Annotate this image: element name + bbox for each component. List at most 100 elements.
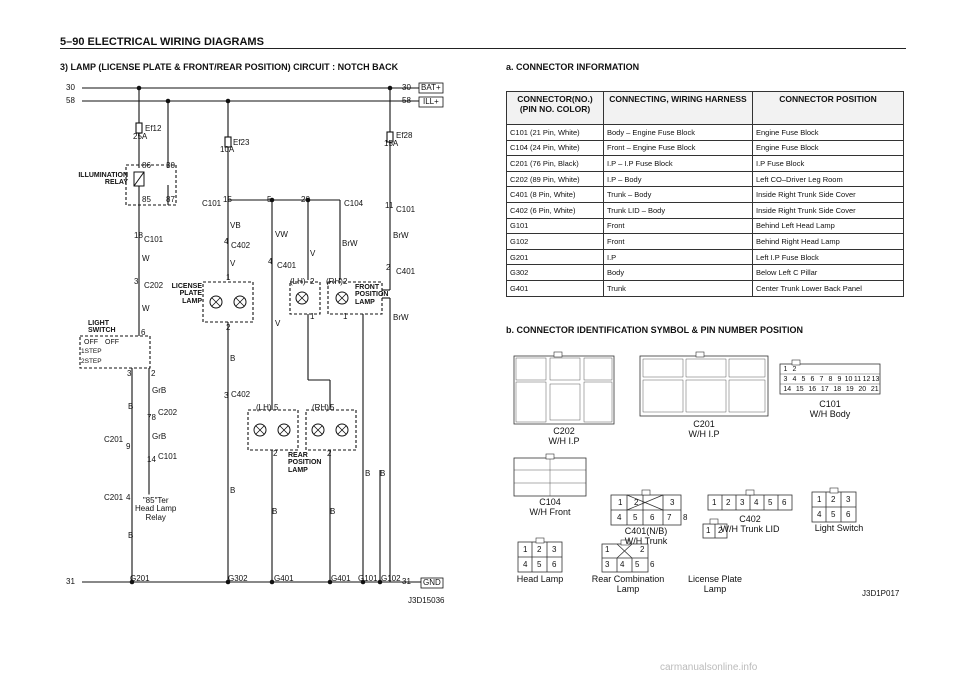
connector-c101-11: C101	[396, 205, 416, 214]
relay-pin-86: 86	[142, 161, 151, 170]
rc-pin-4: 4	[620, 560, 625, 569]
rear-lh-pin-2: 2	[273, 449, 278, 458]
lp-pin-1: 1	[706, 526, 711, 535]
c101-pin: 14	[783, 386, 792, 393]
c101-pin: 6	[810, 376, 815, 383]
wire-grb-2: GrB	[152, 432, 167, 441]
c401-caption: C401(N/B)W/H Trunk	[624, 526, 668, 546]
rail-30-left: 30	[66, 83, 75, 92]
table-cell: G102	[506, 233, 604, 250]
rear-lh-label: (LH)	[256, 403, 272, 412]
wire-b-6: B	[230, 486, 236, 495]
wire-brw-1: BrW	[342, 239, 358, 248]
c101-pin: 5	[801, 376, 806, 383]
connector-info-table: CONNECTOR(NO.) (PIN NO. COLOR) CONNECTIN…	[506, 91, 904, 297]
c401-pin-2: 2	[634, 498, 639, 507]
c402-pin-3: 3	[740, 498, 745, 507]
connector-c101-18: C101	[144, 235, 164, 244]
rc-pin-2: 2	[640, 545, 645, 554]
rail-58-left: 58	[66, 96, 75, 105]
gnd-label: GND	[423, 578, 441, 587]
switch-pin-3: 3	[127, 369, 132, 378]
c101-pin: 21	[870, 386, 879, 393]
table-cell: C402 (6 Pin, White)	[506, 201, 604, 219]
fuse-ef12-amp: 25A	[133, 132, 148, 141]
fuse-ef28-amp: 15A	[384, 139, 399, 148]
ground-g101: G101	[358, 574, 378, 583]
table-cell: Body	[603, 264, 753, 281]
table-cell: Front	[603, 217, 753, 235]
ground-g102: G102	[381, 574, 401, 583]
wire-w-1: W	[142, 254, 150, 263]
pin-18: 18	[134, 231, 143, 240]
c101-pin: 17	[820, 386, 829, 393]
connector-c401-2: C401	[396, 267, 416, 276]
c402-pin-1: 1	[712, 498, 717, 507]
ground-g201: G201	[130, 574, 150, 583]
rc-pin-6: 6	[650, 560, 655, 569]
rear-rh-label: (RH)	[312, 403, 329, 412]
c101-pin: 11	[853, 376, 862, 383]
table-cell: C104 (24 Pin, White)	[506, 139, 604, 157]
connector-c401-4: C401	[277, 261, 297, 270]
lp-pin-2: 2	[718, 526, 723, 535]
pin-14: 14	[147, 455, 156, 464]
wire-grb-1: GrB	[152, 386, 167, 395]
wire-b-8: B	[330, 507, 336, 516]
wire-v-1: V	[310, 249, 316, 258]
front-lh-pin-2: 2	[310, 277, 315, 286]
head-lamp-caption: Head Lamp	[516, 574, 564, 584]
c401-pin-7: 7	[667, 513, 672, 522]
wire-b-3: B	[230, 354, 236, 363]
wire-b-7: B	[272, 507, 278, 516]
table-cell: Left I.P Fuse Block	[752, 248, 904, 266]
c401-pin-5: 5	[633, 513, 638, 522]
c101-pin: 12	[862, 376, 871, 383]
c402-pin-5: 5	[768, 498, 773, 507]
table-header: CONNECTOR(NO.) (PIN NO. COLOR)	[506, 91, 604, 125]
ill-label: ILL+	[423, 97, 439, 106]
table-cell: Inside Right Trunk Side Cover	[752, 186, 904, 203]
hl-pin-1: 1	[523, 545, 528, 554]
table-cell: C401 (8 Pin, White)	[506, 186, 604, 203]
ls-pin-6: 6	[846, 510, 851, 519]
table-cell: Behind Right Head Lamp	[752, 233, 904, 250]
table-row: C104 (24 Pin, White)Front – Engine Fuse …	[506, 139, 904, 157]
ls-pin-2: 2	[831, 495, 836, 504]
rail-30-right: 30	[402, 83, 411, 92]
pin-78: 78	[147, 413, 156, 422]
wire-b-5: B	[380, 469, 386, 478]
c101-pin: 19	[845, 386, 854, 393]
ls-pin-3: 3	[846, 495, 851, 504]
hl-pin-5: 5	[537, 560, 542, 569]
table-cell: G401	[506, 279, 604, 297]
license-pin-2: 2	[226, 323, 231, 332]
ground-g302: G302	[228, 574, 248, 583]
hl-pin-3: 3	[552, 545, 557, 554]
c101-pin: 13	[871, 376, 880, 383]
bat-label: BAT+	[421, 83, 441, 92]
pin-4c: 4	[268, 257, 273, 266]
front-rh-pin-1: 1	[343, 312, 348, 321]
pin-2: 2	[386, 263, 391, 272]
table-cell: I.P – I.P Fuse Block	[603, 155, 753, 172]
relay-pin-85: 85	[142, 195, 151, 204]
table-cell: Engine Fuse Block	[752, 139, 904, 157]
fuse-ef23-amp: 10A	[220, 145, 235, 154]
wire-v-3: V	[275, 319, 281, 328]
connector-c101-15: C101	[202, 199, 222, 208]
c101-pin: 20	[858, 386, 867, 393]
c402-pin-4: 4	[754, 498, 759, 507]
fuse-ef12: Ef12	[145, 124, 162, 133]
